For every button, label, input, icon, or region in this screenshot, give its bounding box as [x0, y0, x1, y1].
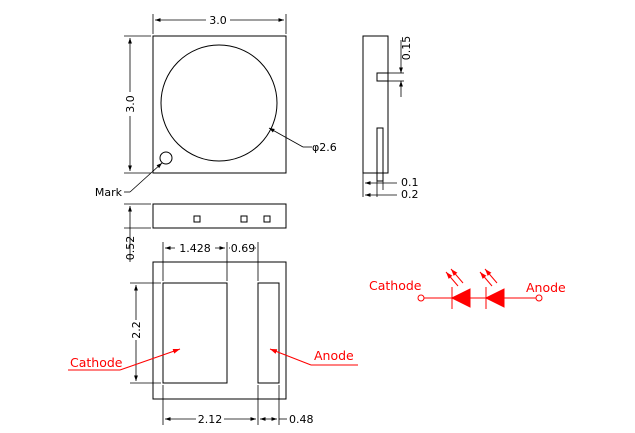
led-schematic: Cathode Anode [369, 268, 566, 309]
lens-circle [160, 44, 278, 162]
side-view: 0.15 0.1 0.2 [362, 35, 419, 201]
gap-dim-label: 0.69 [231, 242, 256, 255]
front-pad-1 [193, 215, 201, 223]
side-dim-bottom-1-label: 0.1 [401, 176, 419, 189]
anode-terminal [535, 294, 543, 302]
height-dim-label: 3.0 [124, 95, 137, 113]
schematic-anode-label: Anode [526, 280, 566, 295]
cathode-pad [162, 282, 228, 384]
schematic-cathode-label: Cathode [369, 278, 422, 293]
anode-pad [257, 282, 280, 384]
led-2-triangle [484, 288, 505, 308]
width-dim-label: 3.0 [209, 14, 227, 27]
cathode-terminal [417, 294, 425, 302]
front-view-body [152, 203, 287, 229]
front-height-dim-label: 0.52 [124, 236, 137, 261]
small-dim-label: 0.48 [289, 413, 314, 426]
side-view-body [362, 35, 389, 174]
front-pad-2 [240, 215, 248, 223]
side-dim-bottom-2-label: 0.2 [401, 188, 419, 201]
front-pad-3 [263, 215, 271, 223]
pad-width-dim-label: 1.428 [179, 242, 211, 255]
bottom-anode-label: Anode [314, 348, 354, 363]
side-pad-bottom [376, 127, 384, 182]
lens-dim-label: φ2.6 [312, 141, 337, 154]
led-1-triangle [450, 288, 471, 308]
bottom-view-body [152, 261, 287, 400]
side-pad-top [376, 72, 389, 82]
top-view-body [152, 35, 287, 174]
pad-height-dim-label: 2.2 [130, 321, 143, 339]
bottom-view: 1.428 0.69 2.2 2.12 0.48 Cathode Anode [68, 241, 358, 426]
mark-label: Mark [95, 186, 123, 199]
top-view: 3.0 3.0 φ2.6 Mark [95, 13, 337, 199]
front-view: 0.52 [124, 203, 287, 262]
total-dim-label: 2.12 [198, 413, 223, 426]
bottom-cathode-label: Cathode [70, 355, 123, 370]
mark-circle [159, 151, 173, 165]
side-dim-top-label: 0.15 [400, 36, 413, 61]
